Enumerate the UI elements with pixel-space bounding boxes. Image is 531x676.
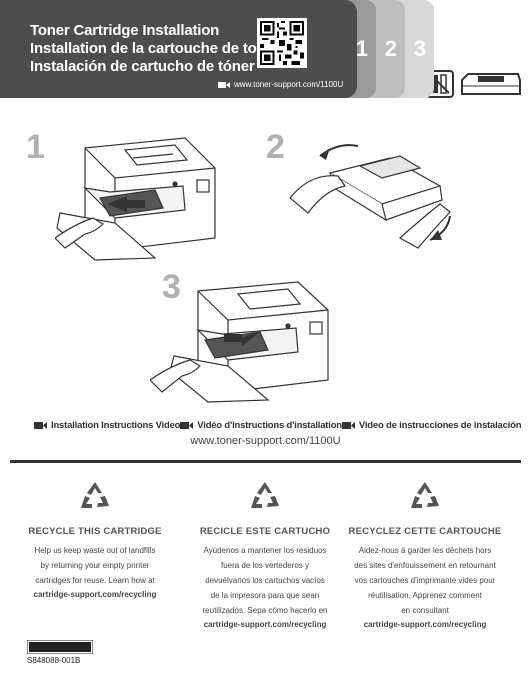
step-3-illustration: [150, 276, 335, 411]
title-french: Installation de la cartouche de toner: [30, 40, 280, 57]
video-label-french: Vidéo d'instructions d'installation: [197, 420, 342, 431]
part-number: S848088-001B: [27, 656, 81, 665]
recycle-icon: [81, 482, 109, 508]
recycle-heading: RECYCLEZ CETTE CARTOUCHE: [348, 526, 502, 537]
recycle-spanish: RECICLE ESTE CARTUCHO Ayúdenos a mantene…: [180, 480, 350, 629]
header-banner: Toner Cartridge Installation Installatio…: [0, 0, 357, 98]
section-divider: [10, 460, 521, 463]
video-label-english: Installation Instructions Video: [51, 420, 181, 431]
video-camera-icon: [34, 421, 47, 430]
barcode: [27, 640, 93, 654]
video-links-row: Installation Instructions Video Vidéo d'…: [34, 420, 522, 431]
recycle-link[interactable]: cartridge-support.com/recycling: [203, 620, 327, 629]
step-tab-label: 2: [384, 36, 397, 61]
toner-cartridge-icon: [461, 73, 521, 95]
qr-code-icon: [260, 21, 304, 65]
title-spanish: Instalación de cartucho de tóner: [30, 58, 255, 75]
step-tab-label: 1: [355, 36, 368, 61]
video-camera-icon: [180, 421, 194, 430]
recycle-icon: [251, 482, 279, 508]
video-label-spanish: Video de instrucciones de instalación: [358, 420, 522, 431]
step-1-illustration: [55, 128, 225, 268]
recycle-heading: RECICLE ESTE CARTUCHO: [199, 526, 331, 537]
recycle-french: RECYCLEZ CETTE CARTOUCHE Aidez-nous à ga…: [340, 480, 510, 629]
recycle-link[interactable]: cartridge-support.com/recycling: [33, 590, 157, 599]
video-camera-icon: [218, 81, 230, 89]
step-number-1: 1: [26, 128, 45, 166]
qr-code[interactable]: [257, 18, 307, 68]
recycle-icon: [411, 482, 439, 508]
recycle-body: Ayúdenos a mantener los residuos fuera d…: [202, 546, 328, 615]
recycle-body: Aidez-nous à garder les déchets hors des…: [354, 546, 496, 615]
recycle-english: RECYCLE THIS CARTRIDGE Help us keep wast…: [10, 480, 180, 599]
video-camera-icon: [341, 421, 355, 430]
title-english: Toner Cartridge Installation: [30, 22, 220, 39]
step-number-3: 3: [162, 268, 181, 306]
step-number-2: 2: [266, 128, 285, 166]
header-video-url[interactable]: www.toner-support.com/1100U: [234, 80, 344, 89]
recycle-link[interactable]: cartridge-support.com/recycling: [363, 620, 487, 629]
video-link-spanish[interactable]: Video de instrucciones de instalación: [341, 420, 522, 431]
recycle-heading: RECYCLE THIS CARTRIDGE: [28, 526, 162, 537]
step-tab-label: 3: [413, 36, 426, 61]
video-link-french[interactable]: Vidéo d'instructions d'installation: [180, 420, 342, 431]
recycle-body: Help us keep waste out of landfills by r…: [34, 546, 156, 585]
video-url[interactable]: www.toner-support.com/1100U: [190, 435, 341, 447]
step-2-illustration: [290, 128, 460, 253]
video-link-english[interactable]: Installation Instructions Video: [34, 420, 180, 431]
